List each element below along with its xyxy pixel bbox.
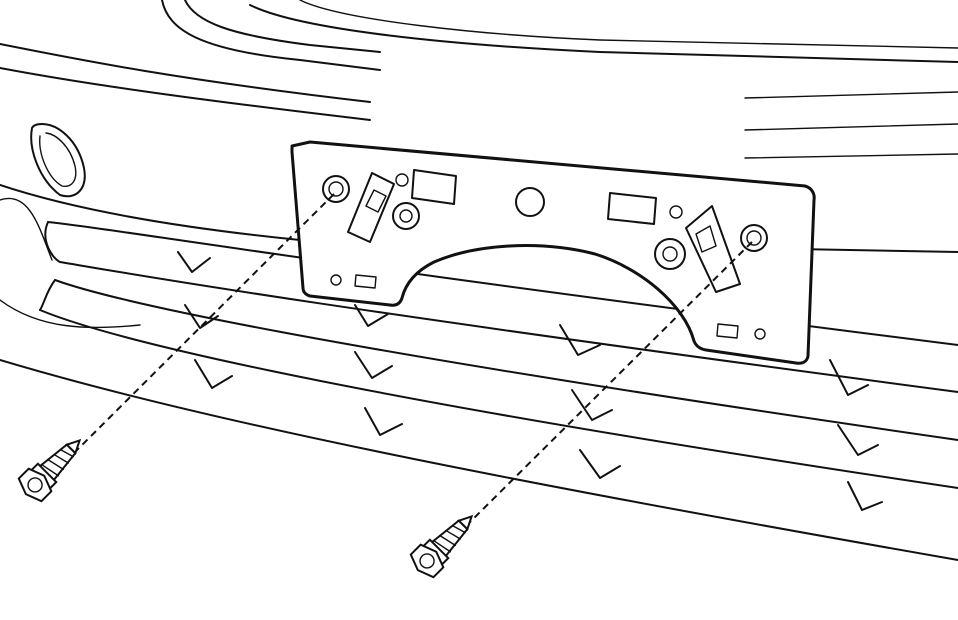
grille-tooth (837, 424, 879, 456)
grille-tooth (354, 304, 389, 327)
grille-slat-3 (54, 279, 958, 441)
grille-tooth (847, 481, 883, 511)
right-contour-line-3 (744, 153, 958, 159)
bracket-small-hole (754, 328, 766, 340)
right-contour-line-1 (744, 91, 958, 99)
left-contour-line-1 (0, 43, 371, 103)
bracket-right-clip-slot (695, 225, 717, 253)
grille-slat-2 (59, 261, 958, 393)
tow-hook-cover (30, 123, 86, 198)
bracket-small-hole (330, 274, 342, 286)
right-contour-line-2 (744, 123, 958, 131)
grille-tooth (559, 324, 601, 356)
bracket-left-slot (411, 169, 457, 205)
hood-edge-line (161, 0, 381, 71)
bracket-left-clip-slot (365, 189, 387, 213)
bracket-right-clip (685, 205, 741, 293)
grille-tooth (194, 359, 233, 389)
grille-slat-left-cap-2 (39, 279, 56, 311)
bracket-left-mount-hole (322, 175, 350, 203)
bumper-lower-edge-2 (0, 299, 141, 329)
bumper-side-line (0, 197, 53, 261)
tow-hook-cover-inner (39, 132, 77, 187)
grille-slat-4 (39, 309, 958, 489)
grille-tooth (177, 251, 211, 273)
bracket-small-hole (669, 205, 683, 219)
grille-slat-left-cap (44, 221, 61, 263)
bracket-left-clip (347, 172, 395, 243)
grille-tooth (184, 304, 219, 329)
bracket-body (290, 140, 816, 365)
grille-tooth (571, 389, 613, 421)
upper-crease-line-2 (249, 4, 958, 63)
left-contour-line-2 (0, 67, 371, 121)
right-alignment-line (461, 241, 753, 531)
bracket-small-slot (354, 274, 377, 289)
bumper-top-edge (0, 184, 958, 253)
grille (39, 221, 958, 511)
license-plate-bracket (290, 140, 816, 365)
left-alignment-line (71, 193, 335, 456)
bracket-right-mount-hole (740, 224, 768, 252)
upper-crease-line (299, 0, 958, 49)
grille-tooth (579, 449, 621, 479)
bracket-small-hole (395, 173, 409, 187)
right-mounting-screw (409, 514, 474, 579)
bumper-lower-edge (0, 359, 958, 561)
bracket-right-boss (654, 238, 686, 270)
left-mounting-screw (17, 438, 82, 503)
bracket-center-hole (515, 187, 545, 217)
grille-tooth (354, 351, 393, 379)
bumper-outline (0, 0, 958, 561)
bracket-right-slot (607, 192, 657, 225)
grille-tooth (364, 407, 403, 436)
grille-tooth (829, 359, 869, 396)
hood-edge-line-2 (184, 0, 381, 53)
bracket-left-boss (392, 202, 420, 230)
bracket-small-slot (716, 323, 739, 339)
